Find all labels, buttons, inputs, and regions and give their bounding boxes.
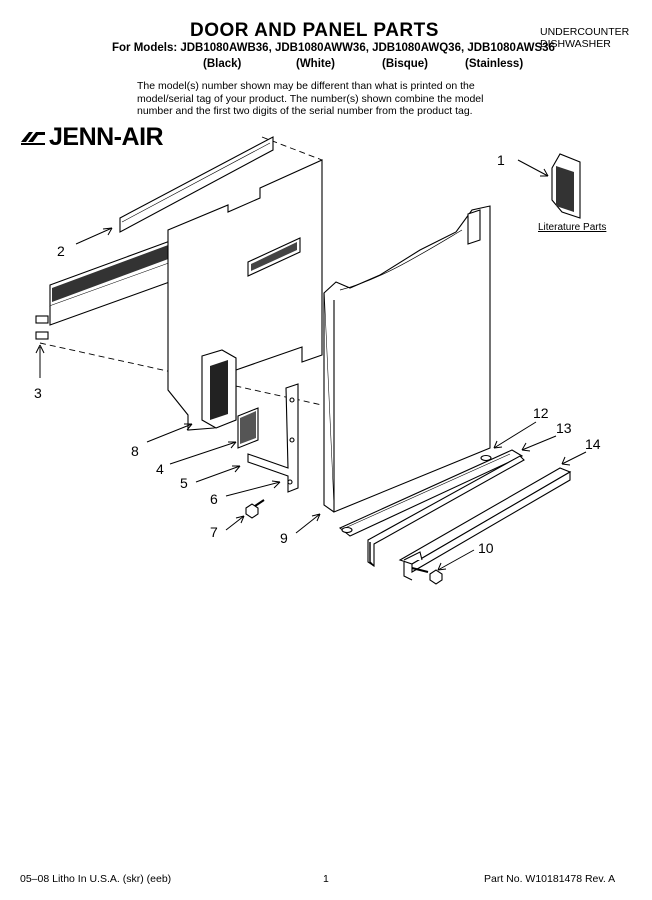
product-type-line1: UNDERCOUNTER <box>540 26 630 38</box>
leader-lines <box>35 159 587 571</box>
brand-mark-icon <box>21 132 45 145</box>
color-white: (White) <box>296 58 335 70</box>
footer-litho: 05–08 Litho In U.S.A. (skr) (eeb) <box>20 873 172 885</box>
callout-6: 6 <box>210 491 218 507</box>
part-8-bracket <box>201 349 237 429</box>
part-12-trim-strip <box>338 449 524 537</box>
callout-8: 8 <box>131 443 139 459</box>
callout-7: 7 <box>210 524 218 540</box>
callout-3: 3 <box>34 385 42 401</box>
model-note: The model(s) number shown may be differe… <box>137 80 537 118</box>
callout-12: 12 <box>533 405 549 421</box>
part-7-screw <box>245 499 265 519</box>
part-14-toe-panel <box>398 467 572 581</box>
callout-14: 14 <box>585 436 601 452</box>
callout-4: 4 <box>156 461 164 477</box>
callout-2: 2 <box>57 243 65 259</box>
brand-name: JENN-AIR <box>49 123 164 151</box>
footer-part-number: Part No. W10181478 Rev. A <box>484 873 616 885</box>
models-line: For Models: JDB1080AWB36, JDB1080AWW36, … <box>112 42 555 54</box>
callout-9: 9 <box>280 530 288 546</box>
color-black: (Black) <box>203 58 242 70</box>
literature-parts-label: Literature Parts <box>538 222 607 233</box>
part-1-literature <box>551 153 581 219</box>
footer-page-number: 1 <box>323 873 329 885</box>
part-2-top-strip <box>119 136 274 233</box>
product-type-line2: DISHWASHER <box>540 38 611 50</box>
callout-5: 5 <box>180 475 188 491</box>
callout-1: 1 <box>497 152 505 168</box>
part-8-inner-panel <box>167 159 323 431</box>
brand-logo: JENN-AIR <box>20 123 164 152</box>
callout-13: 13 <box>556 420 572 436</box>
note-line1: The model(s) number shown may be differe… <box>137 80 475 92</box>
color-stainless: (Stainless) <box>465 58 524 70</box>
part-10-screw <box>411 567 443 585</box>
part-6-hinge-bracket <box>247 383 299 493</box>
part-9-door-panel <box>323 205 491 513</box>
note-line3: number and the first two digits of the s… <box>137 105 473 117</box>
color-bisque: (Bisque) <box>382 58 428 70</box>
part-4-pad <box>237 407 259 449</box>
page-title: DOOR AND PANEL PARTS <box>190 20 439 41</box>
note-line2: model/serial tag of your product. The nu… <box>137 92 484 105</box>
product-type: UNDERCOUNTER DISHWASHER <box>540 26 629 50</box>
callout-10: 10 <box>478 540 494 556</box>
part-13-channel <box>367 455 525 568</box>
